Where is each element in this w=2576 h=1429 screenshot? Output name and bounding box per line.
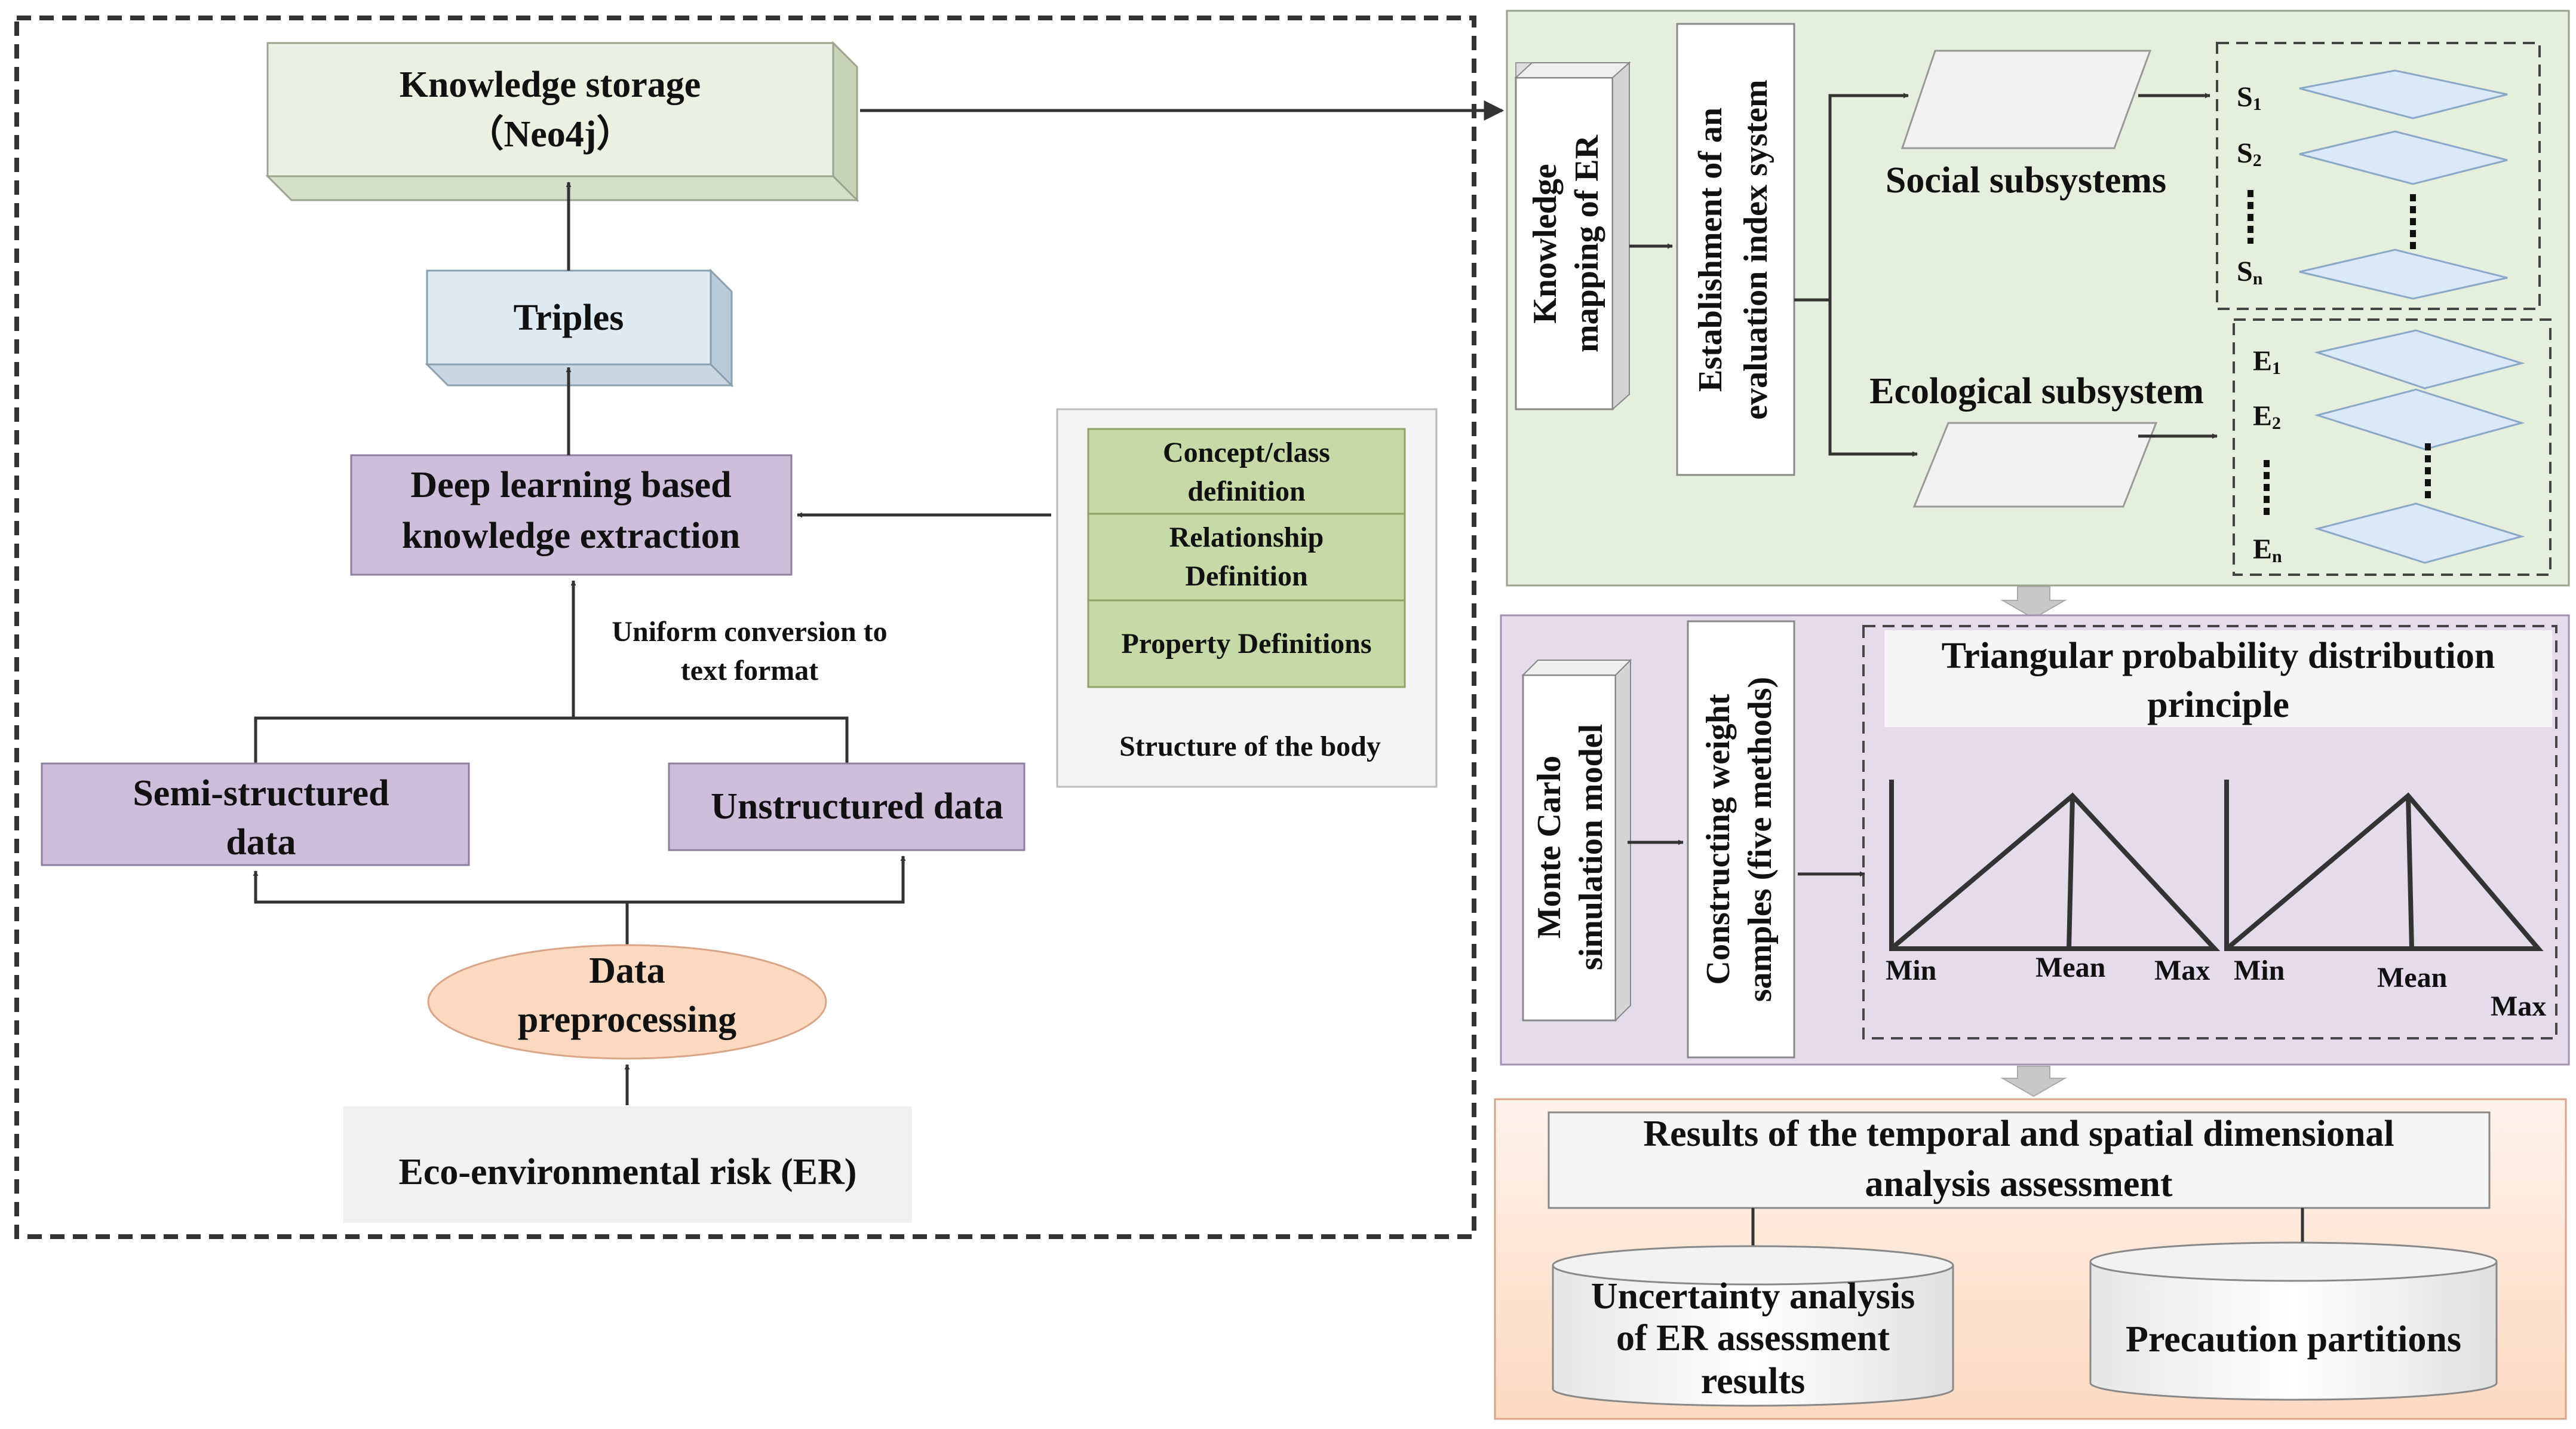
results-label-1: Results of the temporal and spatial dime… [1643, 1114, 2394, 1154]
uncertainty-label-1: Uncertainty analysis [1591, 1276, 1915, 1317]
unstructured-label: Unstructured data [711, 786, 1003, 827]
triangular-label-2: principle [2147, 685, 2289, 725]
body-structure-caption: Structure of the body [1119, 731, 1381, 762]
down-arrow-1 [2000, 586, 2067, 620]
tri1-mean: Mean [2035, 952, 2105, 983]
eco-layer-1 [2314, 329, 2525, 390]
knowledge-storage-box: Knowledge storage （Neo4j） [265, 41, 859, 203]
deep-learning-label-1: Deep learning based [410, 465, 731, 505]
index-system-label-1: Establishment of an [1692, 108, 1729, 392]
social-items-group: S1 S2 Sn [2216, 42, 2541, 310]
triangular-distribution-2 [2224, 780, 2544, 951]
weights-box: Constructing weight samples (five method… [1687, 620, 1795, 1059]
social-layer-n [2299, 249, 2508, 300]
arrow-to-ecological [1828, 300, 1918, 457]
er-source-label: Eco-environmental risk (ER) [399, 1152, 857, 1192]
uncertainty-label-3: results [1701, 1361, 1806, 1402]
preprocessing-label-1: Data [589, 950, 665, 991]
triples-label: Triples [514, 298, 624, 338]
uncertainty-cylinder: Uncertainty analysis of ER assessment re… [1552, 1245, 1954, 1407]
relationship-definition-2: Definition [1185, 560, 1307, 592]
tri2-min: Min [2234, 955, 2285, 986]
weights-label-2: samples (five methods) [1742, 677, 1779, 1002]
social-item-n: Sn [2237, 256, 2263, 289]
knowledge-storage-label: Knowledge storage [400, 65, 701, 105]
social-parallelogram [1900, 50, 2152, 149]
eco-item-n: En [2253, 533, 2282, 566]
social-layer-2 [2299, 130, 2508, 185]
results-box: Results of the temporal and spatial dime… [1548, 1111, 2491, 1209]
index-system-box: Establishment of an evaluation index sys… [1676, 23, 1795, 476]
triangular-label-1: Triangular probability distribution [1942, 636, 2495, 676]
conversion-note-2: text format [681, 655, 819, 686]
eco-item-2: E2 [2253, 400, 2281, 433]
knowledge-mapping-label-2: mapping of ER [1568, 134, 1605, 352]
neo4j-label: （Neo4j） [467, 113, 634, 155]
er-source-box: Eco-environmental risk (ER) [343, 1106, 912, 1223]
arrow-to-unstructured [627, 855, 906, 904]
semi-structured-label-2: data [226, 822, 296, 863]
left-panel-border [14, 16, 1476, 1239]
tri1-max: Max [2154, 955, 2210, 986]
social-item-2: S2 [2237, 137, 2262, 170]
ecological-parallelogram [1912, 422, 2158, 508]
semi-structured-label-1: Semi-structured [133, 773, 389, 814]
precaution-cylinder: Precaution partitions [2089, 1241, 2498, 1401]
data-preprocessing-ellipse: Data preprocessing [427, 944, 827, 1060]
eco-layer-n [2314, 502, 2525, 564]
preprocessing-label-2: preprocessing [518, 999, 736, 1040]
down-arrow-2 [2000, 1066, 2067, 1097]
eco-item-1: E1 [2253, 345, 2281, 378]
eco-layer-2 [2314, 388, 2525, 450]
relationship-definition-1: Relationship [1169, 522, 1324, 553]
social-layer-1 [2299, 69, 2508, 119]
eco-items-group: E1 E2 En [2233, 318, 2552, 576]
connector-merge [254, 716, 849, 763]
social-subsystems-label: Social subsystems [1886, 160, 2166, 201]
semi-structured-data-box: Semi-structured data [41, 762, 470, 866]
concept-definition-1: Concept/class [1163, 437, 1330, 468]
deep-learning-box: Deep learning based knowledge extraction [350, 454, 793, 576]
precaution-label: Precaution partitions [2126, 1319, 2461, 1360]
unstructured-data-box: Unstructured data [668, 762, 1026, 851]
triangular-group: Triangular probability distribution prin… [1862, 625, 2557, 1039]
property-definitions: Property Definitions [1121, 628, 1371, 660]
weights-label-1: Constructing weight [1700, 694, 1737, 985]
conversion-note-1: Uniform conversion to [612, 616, 887, 648]
concept-definition-2: definition [1187, 476, 1305, 507]
triples-box: Triples [425, 268, 734, 388]
knowledge-mapping-label-1: Knowledge [1527, 164, 1564, 324]
index-system-label-2: evaluation index system [1737, 79, 1774, 419]
monte-carlo-label-2: simulation model [1573, 724, 1610, 970]
ecological-subsystem-label: Ecological subsystem [1869, 371, 2204, 412]
triangular-distribution-1 [1889, 780, 2221, 951]
uncertainty-label-2: of ER assessment [1616, 1318, 1890, 1359]
social-item-1: S1 [2237, 81, 2262, 114]
arrow-to-social [1828, 93, 1909, 300]
tri2-max: Max [2491, 991, 2546, 1022]
knowledge-mapping-box: Knowledge mapping of ER [1514, 61, 1631, 411]
arrow-to-semi-structured [253, 870, 627, 904]
monte-carlo-label-1: Monte Carlo [1531, 756, 1568, 939]
results-label-2: analysis assessment [1865, 1164, 2172, 1204]
tri1-min: Min [1886, 955, 1936, 986]
monte-carlo-box: Monte Carlo simulation model [1521, 658, 1632, 1022]
deep-learning-label-2: knowledge extraction [402, 516, 741, 556]
tri2-mean: Mean [2377, 962, 2447, 993]
body-structure-panel: Concept/class definition Relationship De… [1056, 408, 1438, 788]
